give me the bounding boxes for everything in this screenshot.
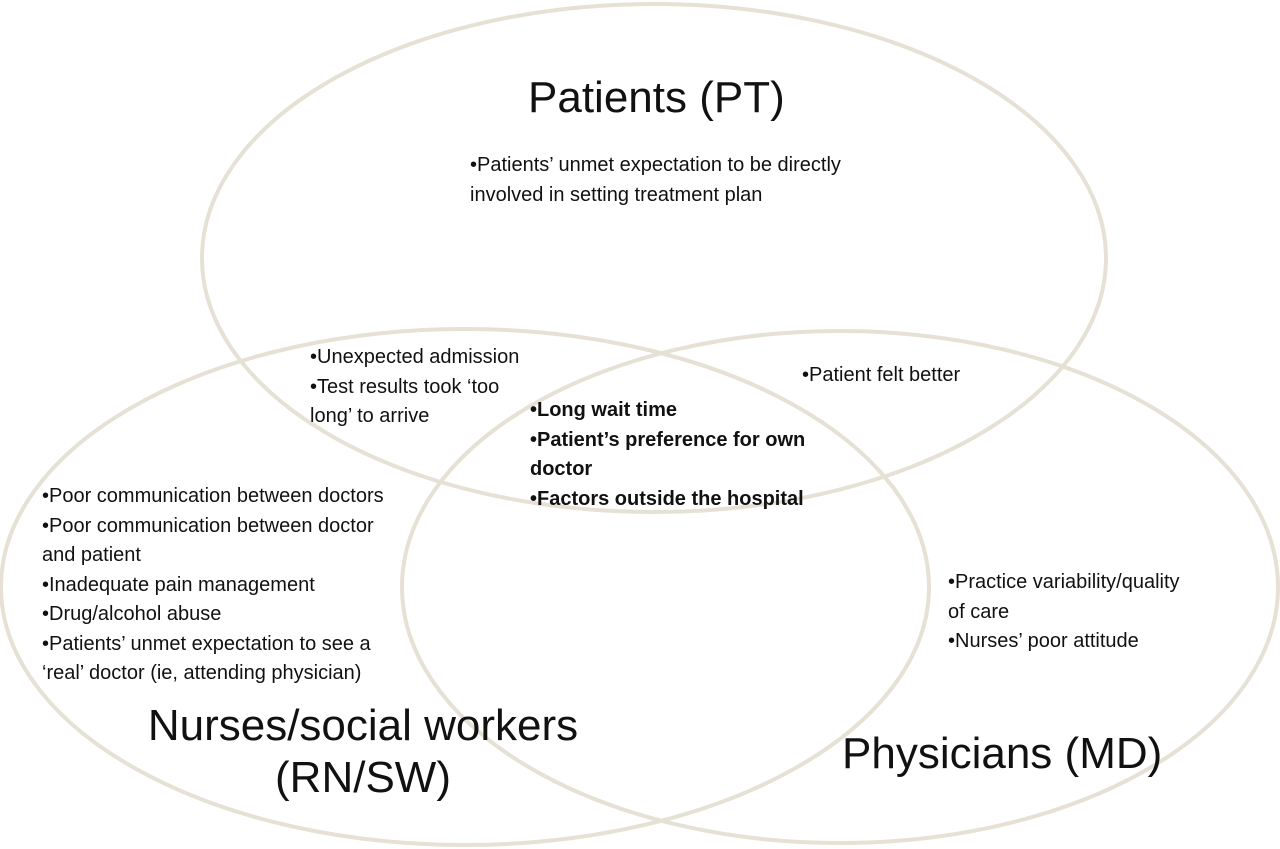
region-line: •Drug/alcohol abuse [42,603,222,625]
circle-nurses [0,327,931,847]
region-line: long’ to arrive [310,405,430,427]
circle-patients [200,2,1108,514]
region-line: •Nurses’ poor attitude [948,630,1139,652]
region-line: •Unexpected admission [310,346,520,368]
region-line: doctor [530,458,593,480]
region-line: •Patients’ unmet expectation to see a [42,632,371,655]
nurses-title-line: Nurses/social workers [147,701,579,750]
patients-nurses-region: •Unexpected admission •Test results took… [310,343,519,432]
circle-physicians [400,329,1280,845]
region-line: •Inadequate pain management [42,573,315,596]
physicians-only-region: •Practice variability/quality of care •N… [948,568,1180,657]
nurses-title: Nurses/social workers (RN/SW) [146,700,580,804]
region-line: •Long wait time [530,399,678,421]
region-line: involved in setting treatment plan [470,183,763,206]
region-line: and patient [42,544,141,566]
region-line: of care [948,600,1010,623]
patients-title: Patients (PT) [528,73,785,122]
physicians-title: Physicians (MD) [842,729,1163,778]
all-three-region: •Long wait time •Patient’s preference fo… [530,396,805,514]
patients-only-region: •Patients’ unmet expectation to be direc… [470,151,841,210]
region-line: •Practice variability/quality [948,571,1180,593]
region-line: •Patient’s preference for own [530,428,806,451]
patients-physicians-region: •Patient felt better [802,361,960,391]
region-line: •Factors outside the hospital [530,487,804,510]
region-line: •Patients’ unmet expectation to be direc… [470,154,841,176]
region-line: •Poor communication between doctors [42,485,384,507]
region-line: •Poor communication between doctor [42,514,374,537]
region-line: ‘real’ doctor (ie, attending physician) [42,662,362,684]
nurses-title-line: (RN/SW) [275,753,451,802]
region-line: •Patient felt better [802,364,961,386]
region-line: •Test results took ‘too [310,375,500,398]
nurses-only-region: •Poor communication between doctors •Poo… [42,482,384,689]
